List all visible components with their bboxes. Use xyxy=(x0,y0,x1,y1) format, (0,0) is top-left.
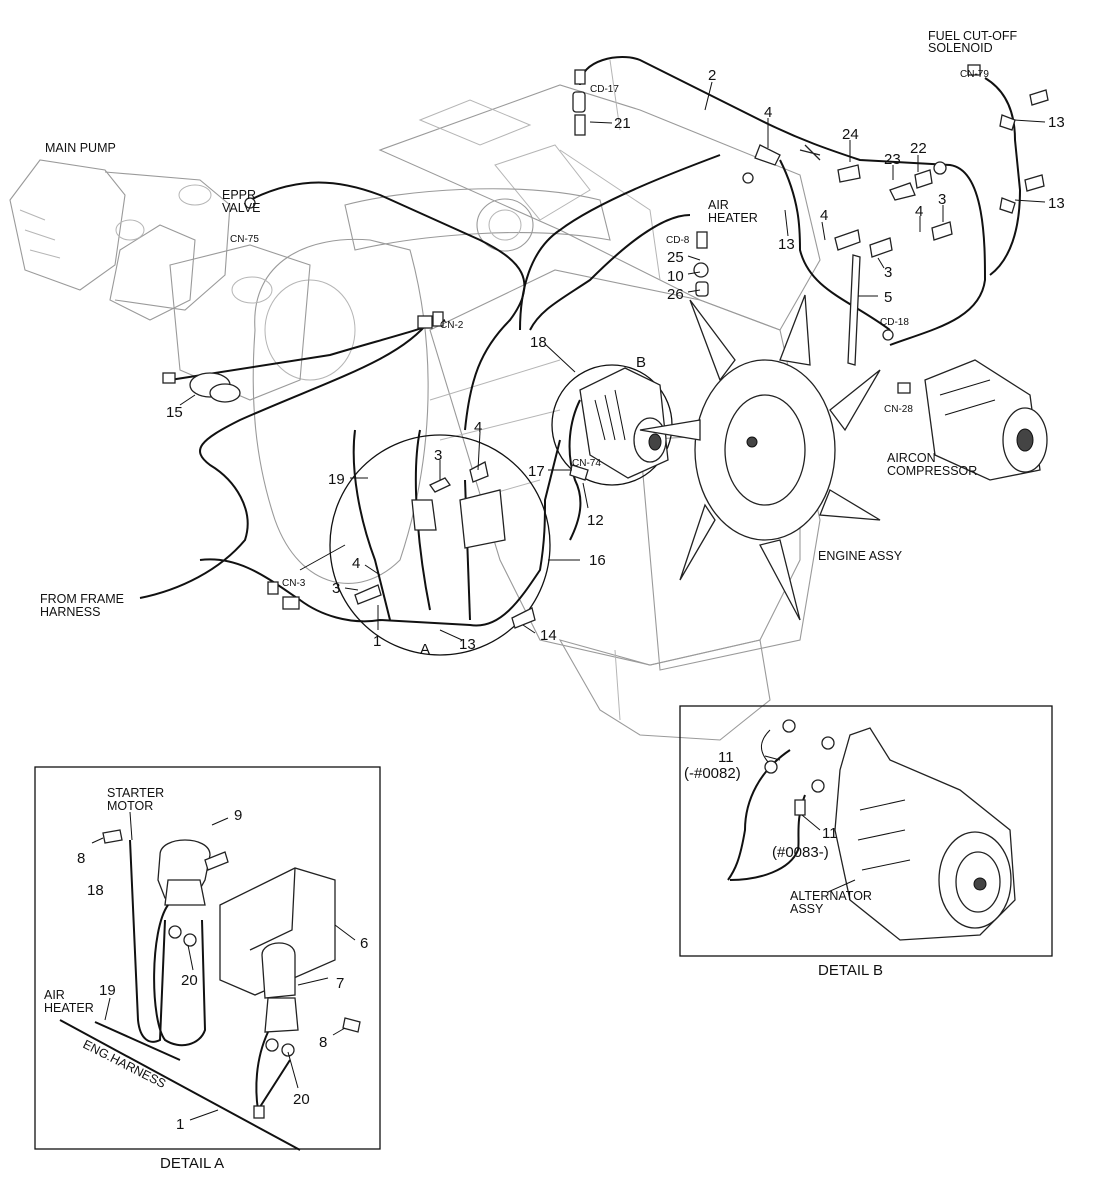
part-number: 3 xyxy=(884,264,892,281)
label-line: ASSY xyxy=(790,902,824,916)
label-line: EPPR xyxy=(222,188,256,202)
part-number: 9 xyxy=(234,807,242,824)
part-number: 15 xyxy=(166,404,183,421)
part-number: 12 xyxy=(587,512,604,529)
part-number: 4 xyxy=(820,207,828,224)
detail-b-panel xyxy=(679,705,1053,957)
label-line: COMPRESSOR xyxy=(887,464,977,478)
connectors-and-fittings xyxy=(162,64,1049,629)
connector-cd17: CD-17 xyxy=(590,84,619,95)
label-line: HARNESS xyxy=(40,605,100,619)
main-pump-label: MAIN PUMP xyxy=(45,141,116,155)
part-number: 3 xyxy=(434,447,442,464)
detail-a-callout-circle xyxy=(329,434,551,656)
label-line: AIR xyxy=(708,198,729,212)
label-line: FUEL CUT-OFF xyxy=(928,29,1017,43)
leader-lines xyxy=(179,81,1046,641)
detail-a-part-numbers: 9 8 18 6 20 19 7 8 20 1 xyxy=(77,807,368,1133)
detail-a-panel xyxy=(34,766,381,1151)
part-number: A xyxy=(420,641,430,658)
part-number: 2 xyxy=(708,67,716,84)
label-line: AIR xyxy=(44,988,65,1002)
part-number: 13 xyxy=(1048,114,1065,131)
cooling-fan xyxy=(639,294,881,621)
part-number: 13 xyxy=(778,236,795,253)
engine-assy-label: ENGINE ASSY xyxy=(818,549,903,563)
alternator-main xyxy=(551,364,673,486)
aircon-compressor-drawing xyxy=(924,359,1048,481)
connector-cn28: CN-28 xyxy=(884,404,913,415)
connector-cd8: CD-8 xyxy=(666,235,690,246)
detail-b-caption: DETAIL B xyxy=(818,962,883,979)
label-line: HEATER xyxy=(44,1001,94,1015)
connector-cn74: CN-74 xyxy=(572,458,601,469)
part-number: 8 xyxy=(319,1034,327,1051)
part-number: 10 xyxy=(667,268,684,285)
part-number: (#0083-) xyxy=(772,844,829,861)
part-number: 21 xyxy=(614,115,631,132)
part-number: B xyxy=(636,354,646,371)
connector-cn3: CN-3 xyxy=(282,578,306,589)
label-line: HEATER xyxy=(708,211,758,225)
label-line: SOLENOID xyxy=(928,41,993,55)
part-number: 16 xyxy=(589,552,606,569)
label-line: MOTOR xyxy=(107,799,153,813)
part-number: (-#0082) xyxy=(684,765,741,782)
part-number: 18 xyxy=(530,334,547,351)
part-number: 23 xyxy=(884,151,901,168)
part-number: 24 xyxy=(842,126,859,143)
part-number: 17 xyxy=(528,463,545,480)
label-line: FROM FRAME xyxy=(40,592,124,606)
part-number: 13 xyxy=(1048,195,1065,212)
part-number: 6 xyxy=(360,935,368,952)
part-number: 20 xyxy=(181,972,198,989)
part-number: 18 xyxy=(87,882,104,899)
eng-harness-label: ENG.HARNESS xyxy=(81,1037,168,1091)
part-number: 14 xyxy=(540,627,557,644)
part-number: 4 xyxy=(915,203,923,220)
part-number: 25 xyxy=(667,249,684,266)
connector-cn79: CN-79 xyxy=(960,69,989,80)
part-number: 5 xyxy=(884,289,892,306)
part-number: 1 xyxy=(373,633,381,650)
part-number: 4 xyxy=(764,104,772,121)
connector-cn75: CN-75 xyxy=(230,234,259,245)
main-part-numbers: 2 21 4 24 23 22 13 13 13 4 4 3 25 10 26 … xyxy=(166,67,1065,658)
connector-cd18: CD-18 xyxy=(880,317,909,328)
detail-b-part-numbers: 11 (-#0082) 11 (#0083-) xyxy=(684,749,838,861)
part-number: 3 xyxy=(332,580,340,597)
part-number: 4 xyxy=(474,419,482,436)
detail-a-caption: DETAIL A xyxy=(160,1155,224,1172)
part-number: 8 xyxy=(77,850,85,867)
part-number: 1 xyxy=(176,1116,184,1133)
part-number: 13 xyxy=(459,636,476,653)
part-number: 7 xyxy=(336,975,344,992)
part-number: 19 xyxy=(99,982,116,999)
part-number: 22 xyxy=(910,140,927,157)
part-number: 19 xyxy=(328,471,345,488)
label-line: STARTER xyxy=(107,786,164,800)
main-pump-drawing xyxy=(9,159,311,401)
part-number: 26 xyxy=(667,286,684,303)
part-number: 11 xyxy=(822,825,838,842)
part-number: 3 xyxy=(938,191,946,208)
label-line: VALVE xyxy=(222,201,260,215)
engine-harness-routes xyxy=(139,56,1022,881)
label-line: ALTERNATOR xyxy=(790,889,872,903)
part-number: 11 xyxy=(718,749,734,766)
part-number: 20 xyxy=(293,1091,310,1108)
connector-cn2: CN-2 xyxy=(440,320,464,331)
label-line: AIRCON xyxy=(887,451,936,465)
part-number: 4 xyxy=(352,555,360,572)
